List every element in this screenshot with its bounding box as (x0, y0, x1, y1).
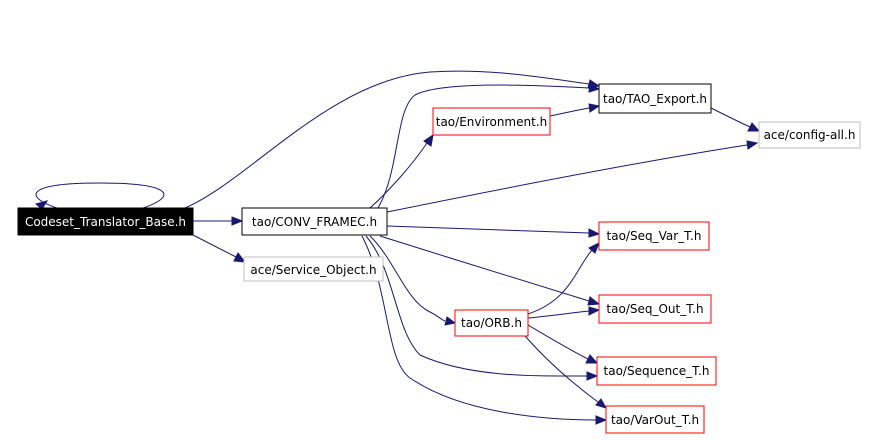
edge-conv-framec-to-varout (361, 235, 608, 425)
node-label: tao/VarOut_T.h (611, 413, 699, 427)
node-label: Codeset_Translator_Base.h (25, 215, 186, 229)
edge-conv-framec-to-config-all (386, 140, 759, 213)
edge-codeset-to-tao-export (184, 70, 601, 209)
node-config-all[interactable]: ace/config-all.h (758, 121, 861, 149)
node-label: tao/Seq_Out_T.h (606, 302, 703, 316)
edge-codeset-to-codeset (34, 182, 165, 210)
node-codeset-translator-base[interactable]: Codeset_Translator_Base.h (17, 207, 194, 236)
node-label: tao/Sequence_T.h (604, 364, 710, 378)
node-label: ace/config-all.h (764, 128, 856, 142)
edge-conv-framec-to-seq-var (386, 225, 601, 238)
edge-codeset-to-conv-framec (193, 216, 244, 226)
node-sequence-t[interactable]: tao/Sequence_T.h (596, 356, 717, 386)
edge-orb-to-seq-out (527, 306, 601, 319)
node-seq-out[interactable]: tao/Seq_Out_T.h (598, 294, 712, 324)
edge-conv-framec-to-tao-export (377, 83, 601, 209)
edge-conv-framec-to-environment (369, 133, 434, 209)
edge-conv-framec-to-sequence-t (365, 235, 599, 381)
node-tao-export[interactable]: tao/TAO_Export.h (598, 83, 712, 114)
node-label: tao/ORB.h (461, 316, 522, 330)
nodes: Codeset_Translator_Base.h tao/CONV_FRAME… (17, 83, 861, 434)
node-service-object[interactable]: ace/Service_Object.h (243, 256, 384, 282)
node-varout[interactable]: tao/VarOut_T.h (605, 405, 705, 434)
node-label: tao/CONV_FRAMEC.h (252, 215, 377, 229)
node-label: tao/TAO_Export.h (603, 92, 707, 106)
edge-orb-to-varout (519, 329, 608, 409)
edges (34, 70, 761, 425)
node-environment[interactable]: tao/Environment.h (432, 107, 551, 136)
edge-conv-framec-to-seq-out (379, 235, 601, 306)
edge-codeset-to-service-object (192, 234, 247, 263)
edge-orb-to-seq-var (527, 241, 600, 315)
node-seq-var[interactable]: tao/Seq_Var_T.h (598, 221, 710, 251)
node-label: ace/Service_Object.h (250, 263, 376, 277)
node-label: tao/Environment.h (436, 115, 548, 129)
node-orb[interactable]: tao/ORB.h (454, 309, 529, 337)
node-label: tao/Seq_Var_T.h (607, 229, 702, 243)
edge-environment-to-tao-export (549, 103, 601, 117)
edge-conv-framec-to-orb (369, 235, 457, 326)
node-conv-framec[interactable]: tao/CONV_FRAMEC.h (241, 207, 388, 236)
edge-tao-export-to-config-all (710, 107, 761, 132)
edge-orb-to-sequence-t (527, 324, 599, 364)
